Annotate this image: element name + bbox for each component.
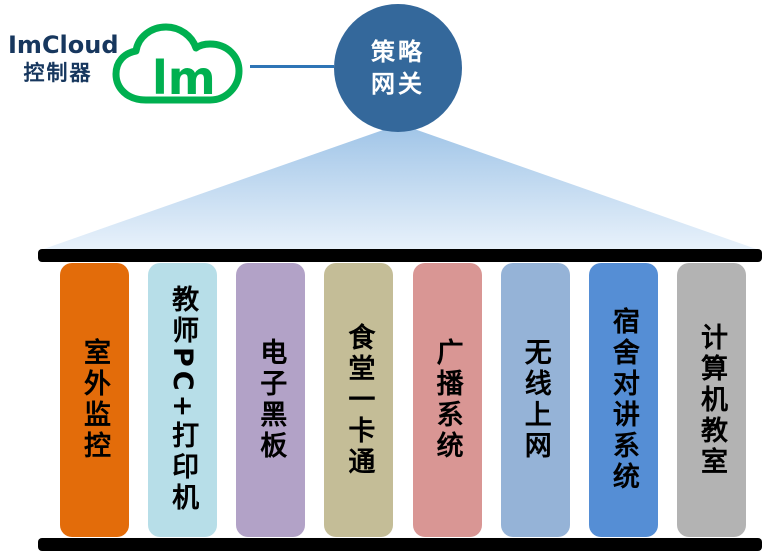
column-label: 食堂一卡通 bbox=[343, 322, 375, 478]
column-electronic-blackboard: 电子黑板 bbox=[236, 263, 306, 537]
bottom-bar bbox=[38, 538, 762, 551]
funnel-shape bbox=[38, 124, 762, 251]
column-label: 计算机教室 bbox=[695, 322, 727, 478]
column-dorm-intercom-system: 宿舍对讲系统 bbox=[588, 263, 658, 537]
column-label: 广播系统 bbox=[431, 338, 463, 462]
controller-subtitle: 控制器 bbox=[23, 61, 93, 85]
column-label: 室外监控 bbox=[79, 338, 110, 462]
top-bar bbox=[38, 249, 762, 262]
cloud-outline bbox=[112, 23, 243, 104]
column-label: 电子黑板 bbox=[255, 338, 287, 462]
column-label: 教师PC+打印机 bbox=[167, 285, 199, 515]
column-label: 宿舍对讲系统 bbox=[607, 307, 639, 493]
column-label: 无线上网 bbox=[519, 338, 551, 462]
cloud-icon-svg: lm bbox=[112, 23, 243, 105]
connector-line bbox=[250, 65, 334, 68]
column-outdoor-monitoring: 室外监控 bbox=[60, 263, 129, 537]
device-columns: 室外监控 教师PC+打印机 电子黑板 食堂一卡通 广播系统 无线上网 宿舍对讲系… bbox=[60, 263, 746, 537]
column-teacher-pc-printer: 教师PC+打印机 bbox=[148, 263, 218, 537]
column-broadcast-system: 广播系统 bbox=[412, 263, 482, 537]
controller-label: ImCloud 控制器 bbox=[8, 30, 119, 86]
controller-title: ImCloud bbox=[8, 31, 119, 59]
column-canteen-card: 食堂一卡通 bbox=[324, 263, 394, 537]
cloud-icon: lm bbox=[110, 20, 252, 112]
gateway-label-line1: 策略 bbox=[371, 37, 425, 66]
gateway-label-line2: 网关 bbox=[371, 70, 425, 98]
column-computer-classroom: 计算机教室 bbox=[676, 263, 746, 537]
column-wireless-internet: 无线上网 bbox=[500, 263, 570, 537]
cloud-letters: lm bbox=[152, 51, 216, 105]
policy-gateway-node: 策略 网关 bbox=[334, 4, 462, 132]
